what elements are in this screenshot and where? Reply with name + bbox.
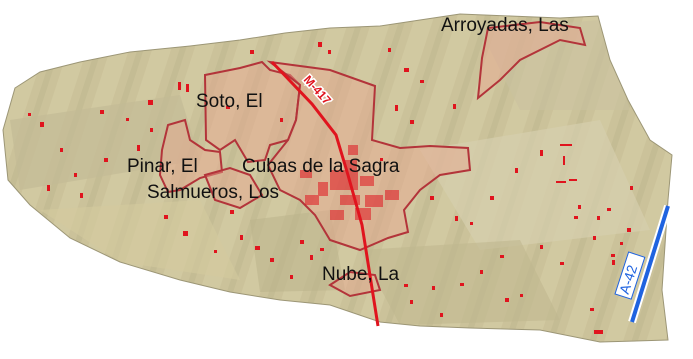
town-core (300, 145, 399, 220)
municipality-boundary (2, 13, 673, 343)
road-a42 (628, 204, 672, 324)
urban-area-salmueros (203, 166, 264, 210)
road-m417 (270, 60, 380, 327)
place-label-arroyadas: Arroyadas, Las (441, 15, 569, 36)
urban-area-nube (328, 270, 382, 298)
place-label-nube: Nube, La (322, 264, 400, 285)
place-label-cubas: Cubas de la Sagra (242, 156, 400, 177)
scattered-buildings (28, 42, 633, 334)
place-label-pinar: Pinar, El (127, 156, 198, 177)
place-label-soto: Soto, El (196, 91, 263, 112)
place-label-salmueros: Salmueros, Los (147, 182, 279, 203)
urban-area-arroyadas (476, 20, 587, 101)
